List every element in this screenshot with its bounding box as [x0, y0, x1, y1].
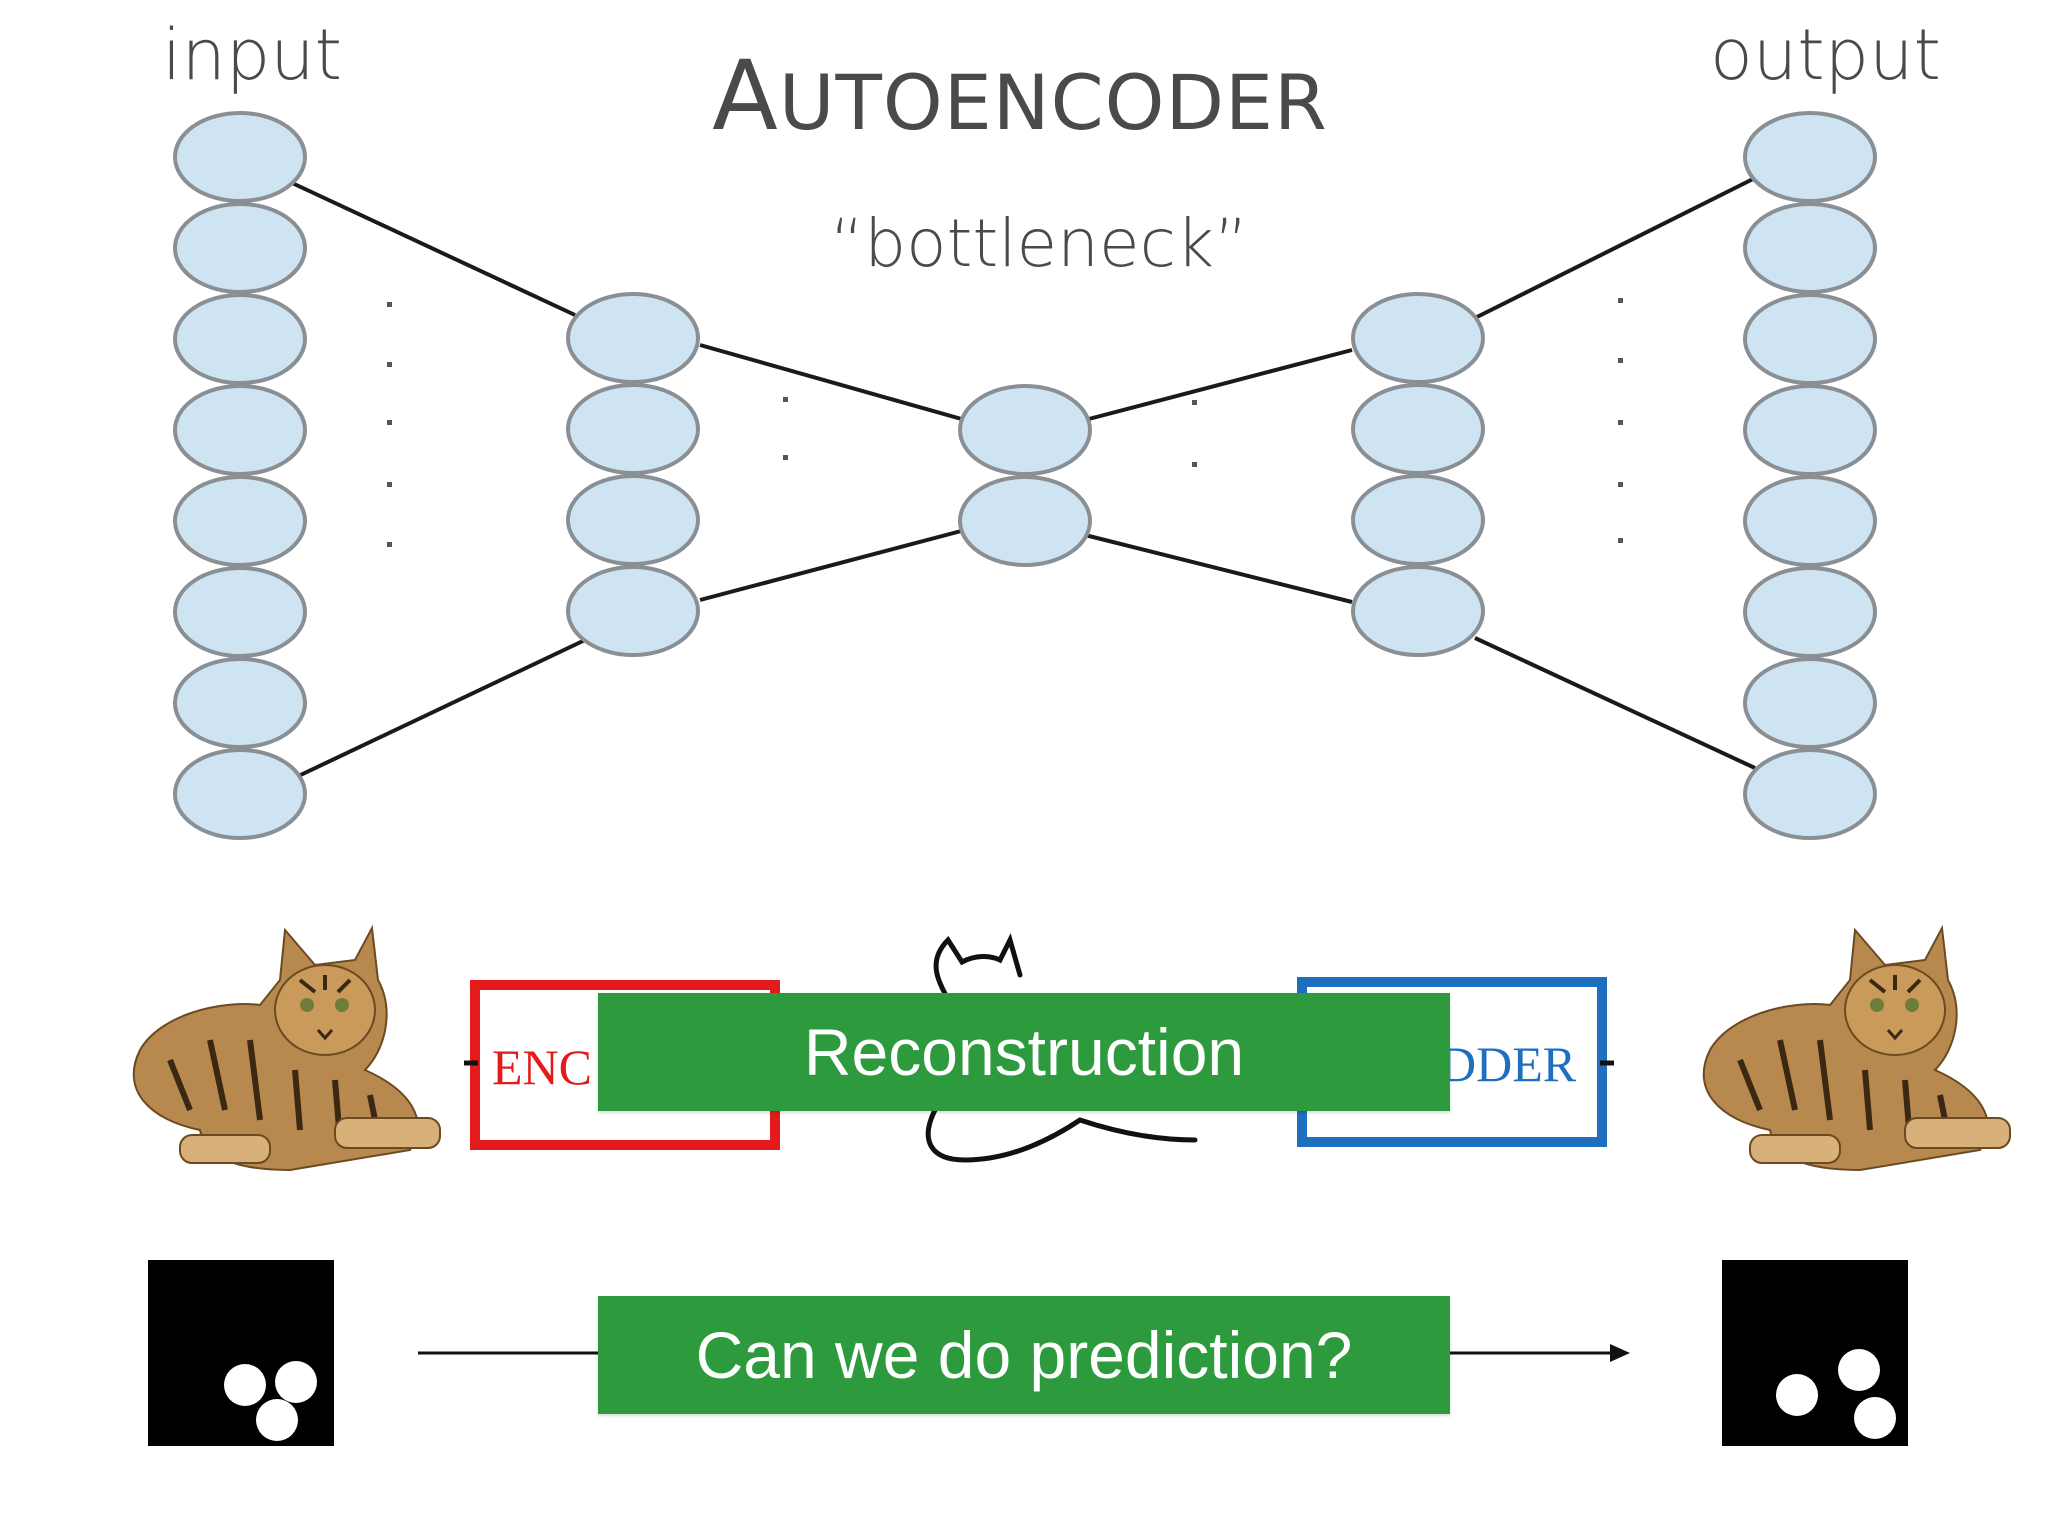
ball-frame-icon — [1722, 1260, 1908, 1446]
node — [173, 475, 307, 567]
output-label: output — [1710, 14, 1941, 96]
pipeline-graphics — [132, 924, 2011, 1446]
node — [173, 293, 307, 385]
node — [1743, 111, 1877, 203]
edge — [1084, 533, 1353, 604]
ellipsis-dots — [387, 298, 1623, 547]
edge — [289, 638, 586, 782]
node — [1743, 475, 1877, 567]
reconstruction-box: Reconstruction — [598, 993, 1450, 1111]
node — [173, 748, 307, 840]
node — [566, 565, 700, 657]
arrow-head-icon — [1610, 1344, 1630, 1362]
edge — [699, 343, 966, 422]
slide-title: AUTOENCODER — [600, 40, 1440, 152]
node — [1351, 383, 1485, 475]
node — [1351, 292, 1485, 384]
bottleneck-layer — [958, 384, 1092, 567]
node — [1351, 474, 1485, 566]
edge — [699, 528, 966, 602]
node — [566, 383, 700, 475]
node — [958, 475, 1092, 567]
connection-lines — [289, 176, 1756, 782]
node — [173, 384, 307, 476]
encoder-label: ENC — [492, 1039, 592, 1095]
node — [566, 474, 700, 566]
edge — [1474, 176, 1756, 320]
node — [173, 566, 307, 658]
node — [1743, 293, 1877, 385]
encoder-hidden-layer — [566, 292, 700, 657]
prediction-box: Can we do prediction? — [598, 1296, 1450, 1414]
cat-photo-icon — [1702, 924, 2011, 1172]
node — [958, 384, 1092, 476]
edge — [289, 180, 576, 317]
title-rest: UTOENCODER — [778, 58, 1328, 147]
network-diagram — [173, 111, 1877, 840]
node — [1743, 384, 1877, 476]
node — [1743, 202, 1877, 294]
cat-photo-icon — [132, 924, 441, 1172]
title-initial: A — [712, 40, 779, 152]
decoder-hidden-layer — [1351, 292, 1485, 657]
input-layer — [173, 111, 307, 840]
decoder-label: DDER — [1440, 1036, 1577, 1092]
edge — [1084, 348, 1353, 422]
edge — [1474, 636, 1756, 770]
node — [1351, 565, 1485, 657]
node — [1743, 657, 1877, 749]
node — [173, 202, 307, 294]
output-layer — [1743, 111, 1877, 840]
cat-sketch-icon — [925, 933, 1198, 1163]
node — [173, 657, 307, 749]
ball-frame-icon — [148, 1260, 334, 1446]
bottleneck-label: “bottleneck” — [830, 205, 1249, 282]
node — [173, 111, 307, 203]
input-label: input — [162, 14, 343, 96]
node — [566, 292, 700, 384]
node — [1743, 566, 1877, 658]
node — [1743, 748, 1877, 840]
